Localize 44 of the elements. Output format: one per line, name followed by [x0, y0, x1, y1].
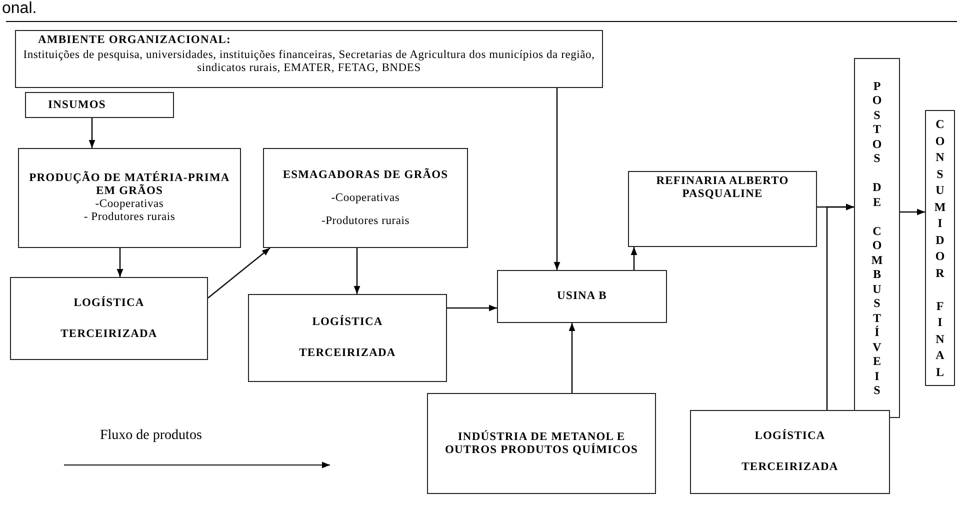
- process-box: [263, 148, 468, 248]
- node-text: - Produtores rurais: [84, 211, 176, 224]
- process-box: [628, 171, 817, 247]
- node-title: PRODUÇÃO DE MATÉRIA-PRIMA EM GRÃOS: [28, 172, 231, 198]
- node-title: INDÚSTRIA DE METANOL E OUTROS PRODUTOS QUÍMICOS: [444, 430, 640, 456]
- arrow: [208, 248, 270, 298]
- node-title: TERCEIRIZADA: [60, 328, 158, 340]
- legend-text: Fluxo de produtos: [100, 428, 202, 444]
- arrow: [354, 248, 360, 294]
- arrow: [568, 323, 576, 393]
- arrow: [554, 88, 560, 270]
- node-title: TERCEIRIZADA: [742, 461, 838, 474]
- vertical-text: POSTOS DE COMBUSTÍVEIS: [871, 78, 883, 398]
- node-title: TERCEIRIZADA: [299, 347, 396, 360]
- process-box: [18, 148, 241, 248]
- node-title: LOGÍSTICA: [312, 316, 383, 329]
- node-title: USINA B: [557, 290, 607, 303]
- node-title: AMBIENTE ORGANIZACIONAL:: [37, 34, 232, 47]
- arrow: [447, 304, 497, 312]
- process-box: [15, 30, 603, 88]
- arrow: [88, 118, 96, 148]
- process-box: [427, 393, 656, 494]
- caption-fragment: onal.: [2, 0, 37, 18]
- node-title: INSUMOS: [47, 98, 107, 112]
- node-title: LOGÍSTICA: [74, 296, 144, 310]
- arrow: [630, 247, 638, 270]
- node-title: REFINARIA ALBERTO PASQUALINE: [655, 175, 790, 201]
- node-text: -Cooperativas: [95, 198, 164, 211]
- arrow: [900, 208, 925, 216]
- node-text: -Cooperativas: [331, 192, 400, 204]
- process-box: [10, 277, 208, 360]
- process-box: [690, 410, 890, 494]
- vertical-text: CONSUMIDOR FINAL: [934, 116, 946, 380]
- process-box: [248, 294, 447, 382]
- node-text: Instituições de pesquisa, universidades, instituições financeiras, Secretarias de Agricultura dos municípios da região, sindicatos rurais, EMATER, FETAG, BNDES: [22, 49, 596, 75]
- process-box: [497, 270, 667, 323]
- process-box: [854, 58, 900, 418]
- process-box: [25, 92, 174, 118]
- arrow: [826, 204, 854, 410]
- process-box: [925, 110, 955, 386]
- node-title: ESMAGADORAS DE GRÃOS: [282, 168, 448, 182]
- arrow: [116, 248, 124, 277]
- node-title: LOGÍSTICA: [754, 430, 826, 443]
- node-text: -Produtores rurais: [321, 214, 410, 228]
